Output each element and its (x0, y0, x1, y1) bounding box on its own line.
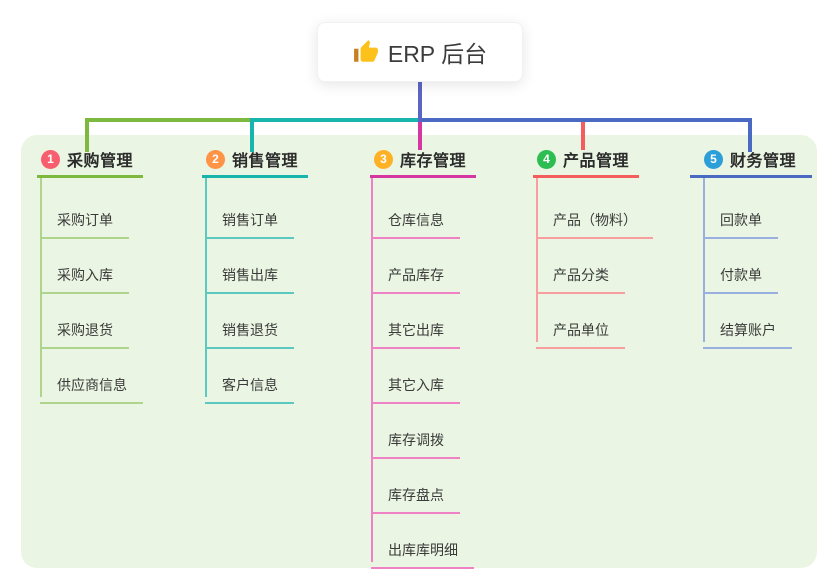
child-item[interactable]: 其它出库 (371, 306, 460, 349)
branch-title: 产品管理 (563, 153, 630, 170)
branch-title: 销售管理 (232, 153, 299, 170)
connector-drop-finance (748, 118, 752, 152)
branch-children-line (40, 178, 42, 397)
child-item[interactable]: 产品库存 (371, 251, 460, 294)
child-item[interactable]: 付款单 (703, 251, 778, 294)
connector-trunk-finance (418, 118, 752, 122)
child-item[interactable]: 库存调拨 (371, 416, 460, 459)
branch-number-badge: 2 (206, 149, 225, 169)
branch-children-line (205, 178, 207, 397)
connector-drop-sales (250, 118, 254, 152)
child-item[interactable]: 其它入库 (371, 361, 460, 404)
branch-children-line (703, 178, 705, 342)
branch-title: 财务管理 (730, 153, 797, 170)
connector-trunk-sales (250, 118, 422, 122)
branch-number-badge: 5 (704, 149, 723, 169)
child-item[interactable]: 结算账户 (703, 306, 792, 349)
branches-panel (21, 135, 817, 568)
root-title: ERP 后台 (387, 41, 488, 67)
connector-trunk-procurement (85, 118, 254, 122)
child-item[interactable]: 仓库信息 (371, 196, 460, 239)
branch-title: 库存管理 (400, 153, 467, 170)
child-item[interactable]: 产品（物料） (536, 196, 653, 239)
child-item[interactable]: 回款单 (703, 196, 778, 239)
child-item[interactable]: 采购退货 (40, 306, 129, 349)
branch-title: 采购管理 (67, 153, 134, 170)
branch-number-badge: 1 (41, 149, 60, 169)
branch-header-2[interactable]: 2 销售管理 (202, 148, 309, 178)
branch-header-3[interactable]: 3 库存管理 (370, 148, 477, 178)
child-item[interactable]: 销售出库 (205, 251, 294, 294)
connector-drop-inventory (418, 120, 422, 150)
branch-number-badge: 4 (537, 149, 556, 169)
child-item[interactable]: 产品分类 (536, 251, 625, 294)
child-item[interactable]: 出库库明细 (371, 526, 474, 569)
branch-header-5[interactable]: 5 财务管理 (690, 148, 813, 178)
connector-drop-product (581, 120, 585, 150)
child-item[interactable]: 供应商信息 (40, 361, 143, 404)
child-item[interactable]: 销售订单 (205, 196, 294, 239)
connector-drop-procurement (85, 118, 89, 152)
branch-header-4[interactable]: 4 产品管理 (533, 148, 640, 178)
branch-children-line (536, 178, 538, 342)
child-item[interactable]: 产品单位 (536, 306, 625, 349)
child-item[interactable]: 库存盘点 (371, 471, 460, 514)
branch-number-badge: 3 (374, 149, 393, 169)
branch-children-line (371, 178, 373, 562)
child-item[interactable]: 客户信息 (205, 361, 294, 404)
child-item[interactable]: 采购订单 (40, 196, 129, 239)
root-node[interactable]: ERP 后台 (317, 22, 523, 82)
root-connector-line (418, 82, 422, 122)
thumbs-up-icon (353, 39, 379, 65)
child-item[interactable]: 销售退货 (205, 306, 294, 349)
child-item[interactable]: 采购入库 (40, 251, 129, 294)
branch-header-1[interactable]: 1 采购管理 (37, 148, 144, 178)
